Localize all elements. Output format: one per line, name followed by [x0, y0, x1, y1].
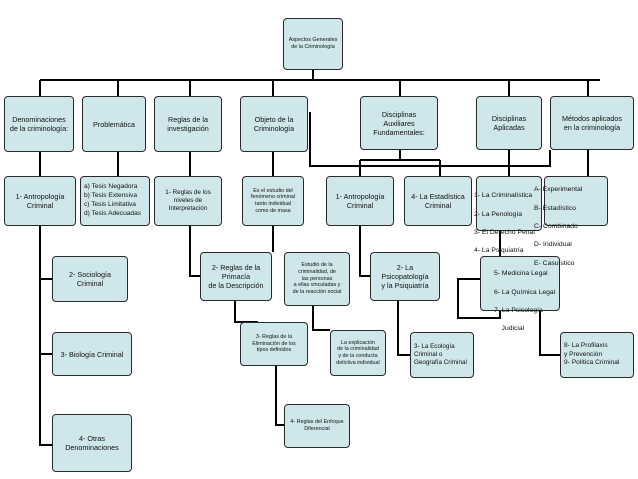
problematica-list-node[interactable]: a) Tesis Negadora b) Tesis Extensiva c) … — [80, 176, 150, 226]
problematica-item: c) Tesis Limitativa — [84, 201, 136, 208]
branch-denominaciones[interactable]: Denominaciones de la criminología: — [4, 96, 74, 152]
root-label: Aspectos Generales de la Criminología — [288, 37, 338, 50]
aplicadas-list-1: 1- La Criminalística 2- La Penología 3- … — [474, 182, 535, 265]
regla-2-node[interactable]: 2- Reglas de la Primacía de la Descripci… — [200, 252, 272, 301]
branch-problematica-label: Problemática — [93, 119, 135, 129]
den-antropologia-node[interactable]: 1- Antropología Criminal — [4, 176, 76, 226]
aux-estadistica-node[interactable]: 4- La Estadística Criminal — [404, 176, 472, 226]
branch-aplicadas[interactable]: Disciplinas Aplicadas — [476, 96, 542, 150]
apl-left-loop — [457, 278, 501, 319]
aplicadas-item: 9- Política Criminal — [564, 359, 620, 367]
aplicadas-list-3: 8- La Profilaxis y Prevención 9- Polític… — [564, 342, 619, 369]
loop-objeto-aplicadas — [309, 112, 551, 167]
aplicadas-2-node[interactable] — [480, 256, 560, 311]
metodos-item: A- Experimental — [534, 186, 583, 194]
aplicadas-item: 7- La Psicología — [494, 306, 543, 314]
den-sociologia-node[interactable]: 2- Sociología Criminal — [52, 256, 128, 302]
objeto-2-label: Estudio de la criminalidad, de las perso… — [292, 262, 342, 296]
aplicadas-item: 3- El Derecho Penal — [474, 228, 535, 236]
aux-psicopatologia-node[interactable]: 2- La Psicopatología y la Psiquiatría — [370, 252, 440, 301]
aux-2-3 — [397, 301, 410, 356]
branch-reglas[interactable]: Reglas de la investigación — [154, 96, 222, 152]
metodos-list: A- Experimental B- Estadístico C- Combin… — [534, 176, 582, 277]
metodos-item: C- Combinado — [534, 222, 578, 230]
den-otras-node[interactable]: 4- Otras Denominaciones — [52, 414, 132, 472]
branch-denominaciones-label: Denominaciones de la criminología: — [9, 115, 69, 133]
root-node[interactable]: Aspectos Generales de la Criminología — [283, 18, 343, 70]
aux-1-2 — [359, 226, 370, 277]
den-biologia-label: 3- Biología Criminal — [60, 349, 124, 359]
branch-auxiliares-label: Disciplinas Auxiliares Fundamentales: — [373, 109, 425, 137]
problematica-list: a) Tesis Negadora b) Tesis Extensiva c) … — [84, 183, 141, 219]
aux-psicopatologia-label: 2- La Psicopatología y la Psiquiatría — [381, 263, 429, 290]
aux-estadistica-label: 4- La Estadística Criminal — [411, 192, 465, 210]
branch-objeto-label: Objeto de la Criminología — [253, 115, 295, 133]
reg-3-4 — [275, 366, 284, 426]
aplicadas-item: 6- La Química Legal — [494, 288, 556, 296]
aux-antropologia-label: 1- Antropología Criminal — [335, 192, 385, 210]
den-antropologia-label: 1- Antropología Criminal — [15, 192, 65, 210]
branch-auxiliares[interactable]: Disciplinas Auxiliares Fundamentales: — [360, 96, 438, 150]
aplicadas-item: 4- La Psiquiatría — [474, 247, 524, 255]
regla-3-node[interactable]: 3- Reglas de la Eliminación de los tipos… — [240, 322, 308, 366]
reg-2-3 — [234, 301, 258, 323]
aplicadas-1-node[interactable] — [476, 176, 542, 231]
reg-1-2 — [189, 226, 200, 277]
metodos-item: E- Casuístico — [534, 259, 575, 267]
metodos-node[interactable] — [544, 176, 608, 226]
aplicadas-item: 1- La Criminalística — [474, 192, 533, 200]
obj-2-3 — [312, 306, 330, 331]
aplicadas-item: 2- La Penología — [474, 210, 522, 218]
den-sociologia-label: 2- Sociología Criminal — [69, 270, 111, 288]
aplicadas-item: 8- La Profilaxis — [564, 341, 608, 349]
objeto-1-label: Es el estudio del fenómeno criminal tant… — [250, 187, 296, 214]
connector-group — [39, 70, 600, 446]
regla-4-label: 4- Reglas del Enfoque Diferencial — [290, 419, 344, 432]
objeto-2-node[interactable]: Estudio de la criminalidad, de las perso… — [284, 252, 350, 306]
apl-2-3 — [539, 311, 560, 356]
objeto-3-label: La explicación de la criminalidad y de l… — [336, 339, 380, 366]
regla-1-node[interactable]: 1- Reglas de los niveles de Interpretaci… — [154, 176, 222, 226]
branch-metodos[interactable]: Métodos aplicados en la criminología — [550, 96, 634, 150]
objeto-1-node[interactable]: Es el estudio del fenómeno criminal tant… — [242, 176, 304, 226]
problematica-item: b) Tesis Extensiva — [84, 192, 138, 200]
aplicadas-item: y Prevención — [564, 350, 603, 358]
aplicadas-3-node[interactable]: 8- La Profilaxis y Prevención 9- Polític… — [560, 332, 634, 378]
aplicadas-item: Judicial — [494, 325, 525, 333]
branch-aplicadas-label: Disciplinas Aplicadas — [491, 114, 527, 132]
den-biologia-node[interactable]: 3- Biología Criminal — [52, 332, 132, 376]
aplicadas-item: 5- Medicina Legal — [494, 270, 548, 278]
aplicadas-list-2: 5- Medicina Legal 6- La Química Legal 7-… — [494, 260, 555, 343]
regla-4-node[interactable]: 4- Reglas del Enfoque Diferencial — [284, 404, 350, 448]
den-spine — [39, 226, 52, 446]
aux-ecologia-node[interactable]: 3- La Ecología Criminal o Geografía Crim… — [410, 332, 474, 378]
den-otras-label: 4- Otras Denominaciones — [65, 434, 119, 452]
metodos-item: D- Individual — [534, 241, 572, 249]
branch-reglas-label: Reglas de la investigación — [167, 115, 209, 133]
branch-problematica[interactable]: Problemática — [82, 96, 146, 152]
branch-objeto[interactable]: Objeto de la Criminología — [240, 96, 308, 152]
regla-1-label: 1- Reglas de los niveles de Interpretaci… — [165, 189, 211, 212]
problematica-item: a) Tesis Negadora — [84, 183, 138, 191]
aux-ecologia-label: 3- La Ecología Criminal o Geografía Crim… — [414, 343, 467, 366]
metodos-item: B- Estadístico — [534, 204, 576, 212]
regla-2-label: 2- Reglas de la Primacía de la Descripci… — [208, 263, 264, 290]
problematica-item: d) Tesis Adecuadas — [84, 209, 142, 217]
objeto-3-node[interactable]: La explicación de la criminalidad y de l… — [330, 330, 386, 376]
aux-antropologia-node[interactable]: 1- Antropología Criminal — [326, 176, 394, 226]
branch-metodos-label: Métodos aplicados en la criminología — [562, 114, 622, 132]
regla-3-label: 3- Reglas de la Eliminación de los tipos… — [252, 333, 296, 354]
